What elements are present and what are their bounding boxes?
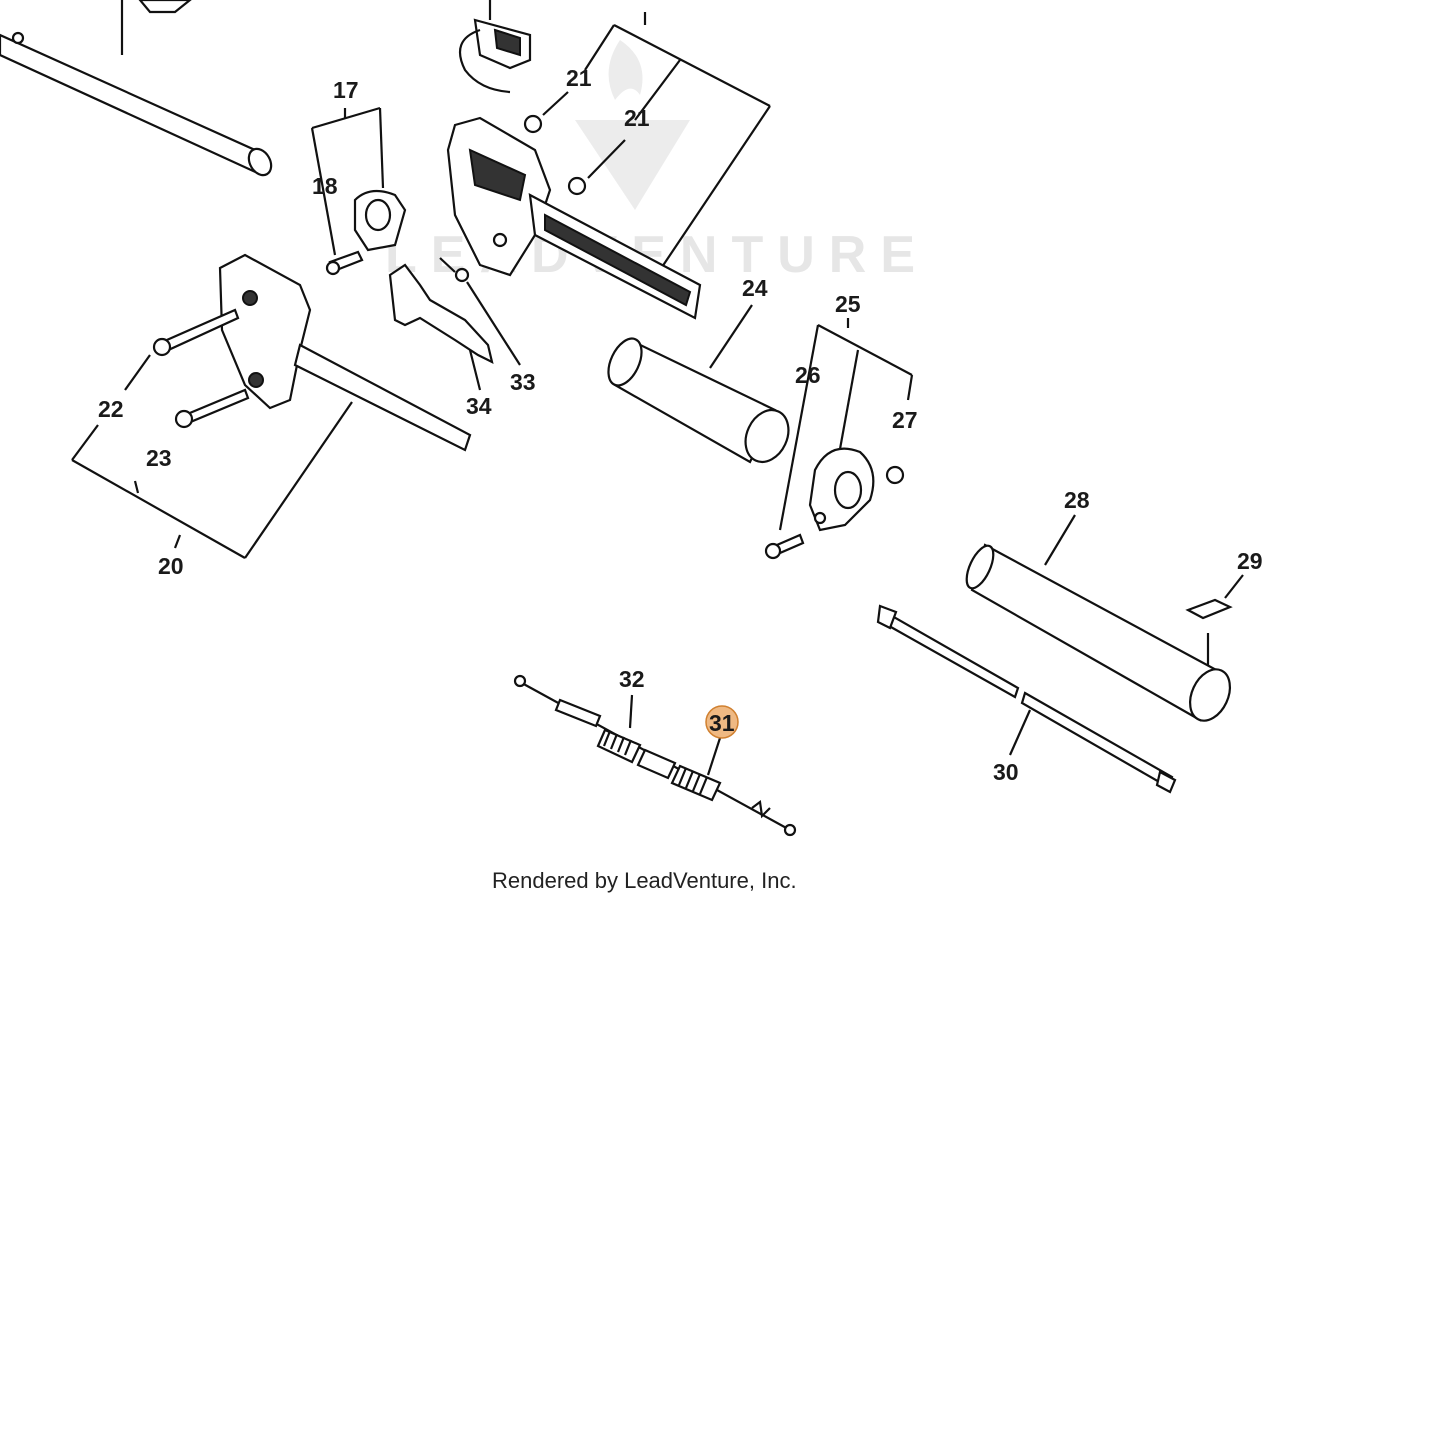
shaft-tube-28 — [965, 543, 1232, 722]
nut-27 — [885, 465, 905, 485]
bolt-22 — [152, 308, 240, 357]
grip-24 — [607, 337, 790, 464]
screw-26 — [764, 533, 805, 560]
label-part-22[interactable]: 22 — [98, 396, 124, 422]
label-part-28[interactable]: 28 — [1064, 487, 1090, 513]
lever-34 — [388, 263, 494, 365]
label-part-33[interactable]: 33 — [510, 369, 536, 395]
drive-shaft-30 — [876, 604, 1177, 794]
label-part-21a[interactable]: 21 — [566, 65, 592, 91]
nut-21a — [523, 91, 569, 134]
label-part-27[interactable]: 27 — [892, 407, 918, 433]
label-part-20[interactable]: 20 — [158, 553, 184, 579]
label-part-25[interactable]: 25 — [835, 291, 861, 317]
label-part-24[interactable]: 24 — [742, 275, 768, 301]
label-part-30[interactable]: 30 — [993, 759, 1019, 785]
decal-29 — [1185, 574, 1244, 665]
label-part-34[interactable]: 34 — [466, 393, 492, 419]
render-credit: Rendered by LeadVenture, Inc. — [492, 868, 797, 893]
throttle-housing — [446, 116, 702, 320]
label-part-31[interactable]: 31 — [709, 710, 735, 736]
bolt-23 — [174, 388, 250, 429]
stop-switch — [458, 0, 532, 94]
label-part-23[interactable]: 23 — [146, 445, 172, 471]
handle-20 — [218, 253, 472, 452]
label-part-26[interactable]: 26 — [795, 362, 821, 388]
part-31-highlight[interactable] — [705, 705, 739, 739]
label-part-17[interactable]: 17 — [333, 77, 359, 103]
spring-33 — [439, 257, 521, 366]
throttle-cable-31 — [513, 674, 797, 837]
screw-18 — [325, 250, 364, 276]
callout-labels: 17 18 20 21 21 22 23 24 25 26 27 28 29 3… — [98, 65, 1263, 785]
clamp-17 — [353, 189, 407, 252]
watermark-logo-icon — [575, 40, 690, 210]
label-part-32[interactable]: 32 — [619, 666, 645, 692]
clamp-25 — [808, 447, 875, 532]
label-part-21b[interactable]: 21 — [624, 105, 650, 131]
nut-21b — [567, 139, 626, 196]
label-part-29[interactable]: 29 — [1237, 548, 1263, 574]
upper-shaft-tube — [0, 0, 273, 177]
label-part-18[interactable]: 18 — [312, 173, 338, 199]
